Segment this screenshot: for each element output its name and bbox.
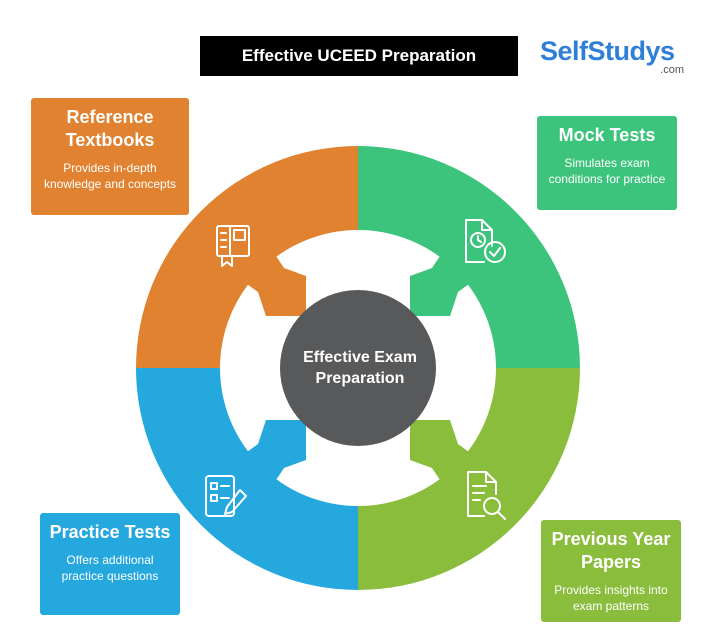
center-label-line2: Preparation <box>315 370 405 387</box>
arrow-green <box>410 244 480 316</box>
arrow-orange <box>236 244 306 316</box>
box-heading: Reference Textbooks <box>65 107 155 150</box>
box-description: Provides insights into exam patterns <box>554 583 668 613</box>
box-heading: Previous Year Papers <box>551 529 671 572</box>
selfstudys-logo: SelfStudys .com <box>540 36 690 82</box>
center-label-line1: Effective Exam <box>303 349 417 366</box>
reference-textbooks-box: Reference Textbooks Provides in-depth kn… <box>31 98 189 215</box>
practice-tests-box: Practice Tests Offers additional practic… <box>40 513 180 615</box>
document-search-icon <box>467 471 506 520</box>
segment-green <box>358 146 580 368</box>
arrow-blue <box>236 420 306 492</box>
segment-blue <box>136 368 358 590</box>
arrow-lime <box>410 420 480 492</box>
box-description: Offers additional practice questions <box>61 553 159 583</box>
box-heading: Mock Tests <box>558 125 656 145</box>
checklist-pencil-icon <box>205 475 247 517</box>
logo-main-text: SelfStudys <box>540 36 675 66</box>
box-description: Simulates exam conditions for practice <box>548 156 666 186</box>
book-icon <box>216 225 250 267</box>
document-clock-check-icon <box>465 219 506 263</box>
box-heading: Practice Tests <box>49 522 171 542</box>
diagram-title: Effective UCEED Preparation <box>200 36 518 76</box>
logo-sub-text: .com <box>660 64 684 76</box>
box-description: Provides in-depth knowledge and concepts <box>43 161 177 191</box>
center-circle <box>280 290 436 446</box>
previous-year-papers-box: Previous Year Papers Provides insights i… <box>541 520 681 622</box>
center-label: Effective Exam Preparation <box>282 290 438 446</box>
mock-tests-box: Mock Tests Simulates exam conditions for… <box>537 116 677 210</box>
